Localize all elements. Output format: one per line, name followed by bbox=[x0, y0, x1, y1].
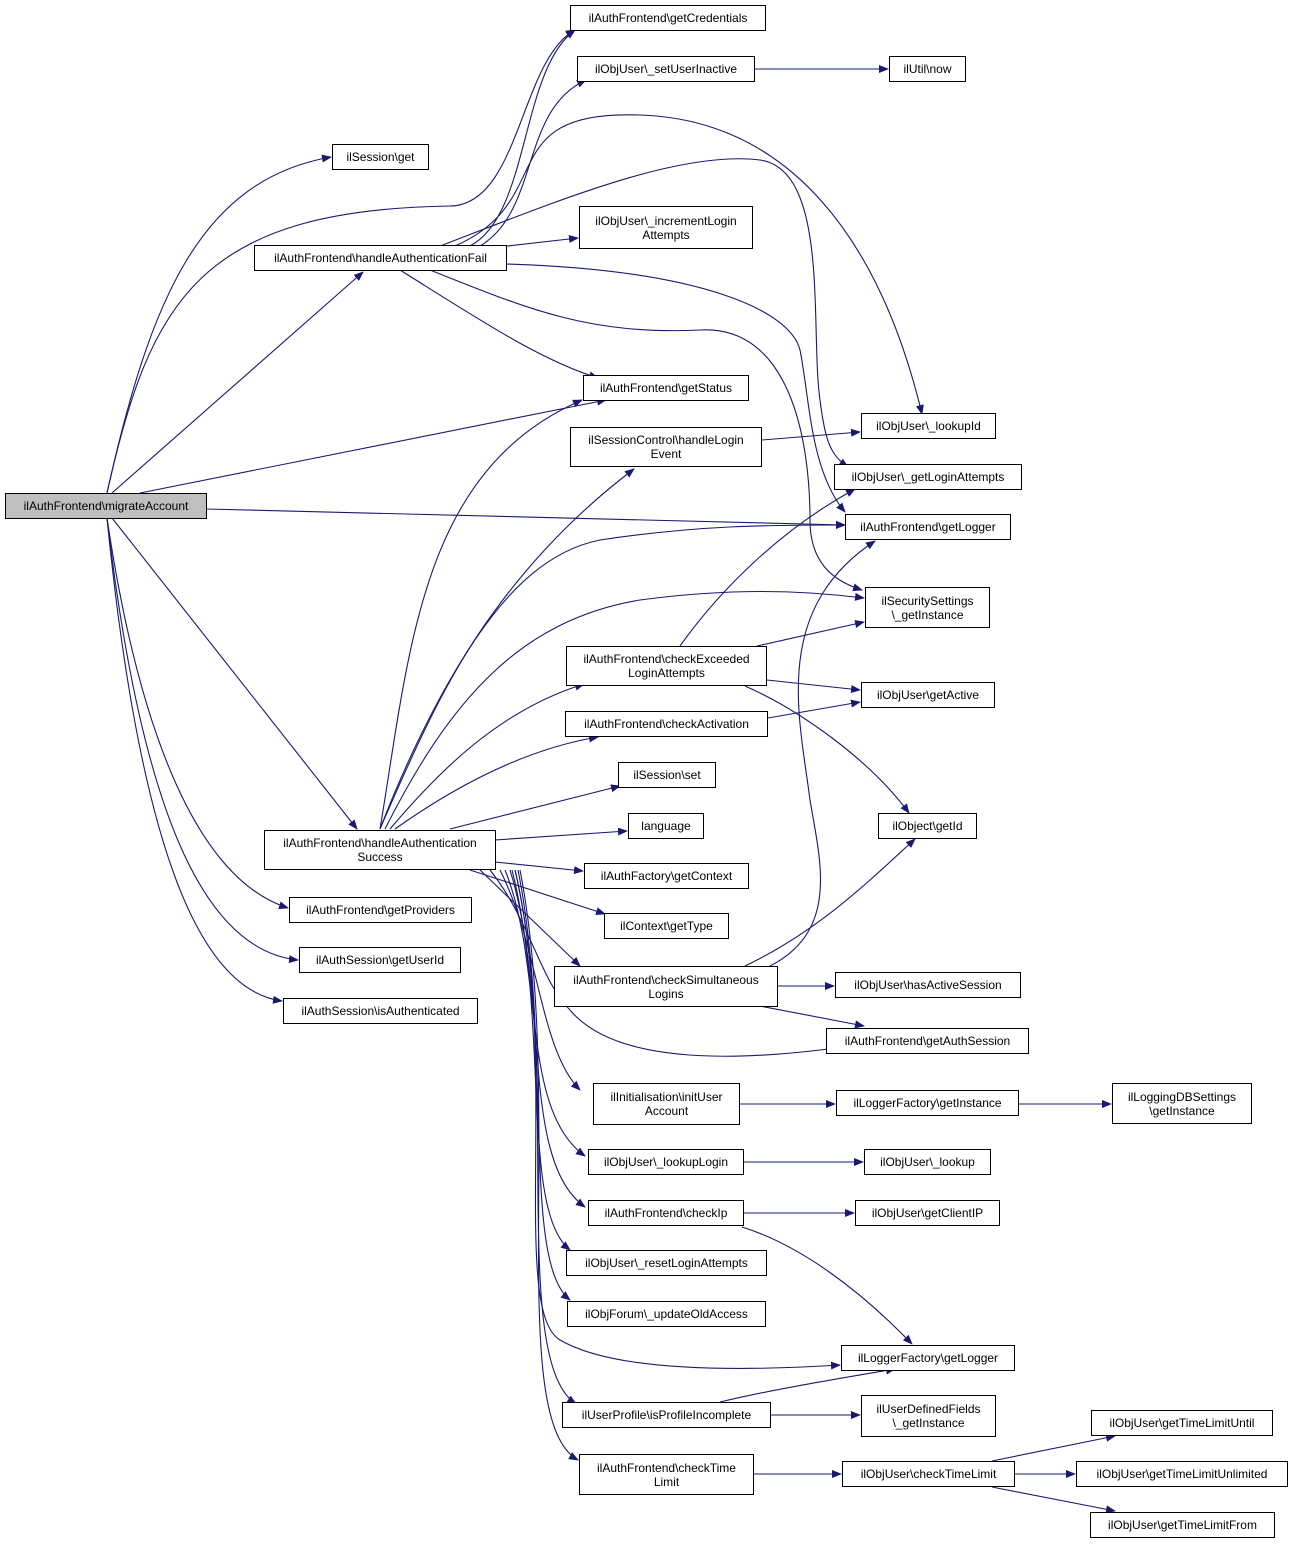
node-language[interactable]: language bbox=[628, 813, 704, 839]
edge-handleloginevent-lookupid bbox=[761, 428, 861, 441]
edge-success-getauthsession bbox=[489, 869, 865, 1057]
edge-success-checktimelimit bbox=[519, 869, 579, 1461]
node-context-get-type[interactable]: ilContext\getType bbox=[604, 913, 729, 939]
edge-fail-getloginattempts bbox=[439, 158, 849, 468]
node-lookup-id[interactable]: ilObjUser\_lookupId bbox=[861, 413, 996, 439]
node-check-time-limit-frontend[interactable]: ilAuthFrontend\checkTime Limit bbox=[579, 1454, 754, 1495]
node-session-set[interactable]: ilSession\set bbox=[618, 762, 716, 788]
node-get-user-id[interactable]: ilAuthSession\getUserId bbox=[299, 947, 461, 973]
edge-checksimultaneous-getid bbox=[744, 838, 916, 967]
node-get-login-attempts[interactable]: ilObjUser\_getLoginAttempts bbox=[834, 464, 1022, 490]
node-get-time-limit-from[interactable]: ilObjUser\getTimeLimitFrom bbox=[1090, 1512, 1275, 1538]
edge-checkexceeded-securitysettings bbox=[756, 620, 865, 647]
edge-checksimultaneous-getlogger bbox=[769, 540, 876, 967]
edge-success-getstatus bbox=[379, 399, 583, 830]
edge-success-updateoldaccess bbox=[514, 869, 571, 1301]
edge-migrate-isauthenticated bbox=[106, 517, 283, 1004]
node-security-settings[interactable]: ilSecuritySettings \_getInstance bbox=[865, 587, 990, 628]
node-lookup-login[interactable]: ilObjUser\_lookupLogin bbox=[588, 1149, 744, 1175]
edge-success-checkactivation bbox=[394, 734, 599, 830]
edge-migrate-handlesuccess bbox=[111, 517, 358, 830]
edge-success-isprofileincomplete bbox=[517, 869, 577, 1405]
edge-migrate-sessionget bbox=[106, 154, 332, 494]
edge-success-securitysettings bbox=[384, 590, 865, 830]
node-init-user-account[interactable]: ilInitialisation\initUser Account bbox=[593, 1083, 740, 1125]
edge-migrate-getcredentials bbox=[106, 29, 576, 494]
node-check-simultaneous-logins[interactable]: ilAuthFrontend\checkSimultaneous Logins bbox=[554, 966, 778, 1007]
edge-isprofileincomplete-getlogger bbox=[719, 1366, 896, 1403]
node-session-get[interactable]: ilSession\get bbox=[332, 144, 429, 170]
edge-success-inituseraccount bbox=[499, 869, 581, 1091]
edge-migrate-getstatus bbox=[139, 397, 607, 494]
edge-success-sessionset bbox=[449, 784, 621, 830]
node-get-auth-session[interactable]: ilAuthFrontend\getAuthSession bbox=[826, 1028, 1029, 1054]
node-is-authenticated[interactable]: ilAuthSession\isAuthenticated bbox=[283, 998, 478, 1024]
node-lookup[interactable]: ilObjUser\_lookup bbox=[864, 1149, 991, 1175]
node-logger-factory-get-logger[interactable]: ilLoggerFactory\getLogger bbox=[841, 1345, 1015, 1371]
edge-checktimelimit-from bbox=[991, 1486, 1116, 1514]
node-check-exceeded-login-attempts[interactable]: ilAuthFrontend\checkExceeded LoginAttemp… bbox=[566, 646, 767, 686]
edge-fail-lookupid bbox=[454, 114, 924, 415]
edge-success-loggerfactorygetlogger bbox=[514, 869, 841, 1370]
edge-checkactivation-getactive bbox=[767, 699, 861, 719]
node-get-credentials[interactable]: ilAuthFrontend\getCredentials bbox=[570, 5, 766, 31]
edge-success-language bbox=[494, 827, 628, 841]
node-get-context[interactable]: ilAuthFactory\getContext bbox=[584, 863, 749, 889]
node-get-providers[interactable]: ilAuthFrontend\getProviders bbox=[289, 897, 472, 923]
node-frontend-get-logger[interactable]: ilAuthFrontend\getLogger bbox=[845, 514, 1011, 540]
node-is-profile-incomplete[interactable]: ilUserProfile\isProfileIncomplete bbox=[562, 1402, 771, 1428]
edge-checkexceeded-getactive bbox=[766, 679, 861, 694]
edge-checkip-loggerfactorygetlogger bbox=[741, 1226, 913, 1345]
node-handle-login-event[interactable]: ilSessionControl\handleLogin Event bbox=[570, 427, 762, 467]
edge-success-getlogger bbox=[379, 521, 846, 830]
node-reset-login-attempts[interactable]: ilObjUser\_resetLoginAttempts bbox=[566, 1250, 767, 1276]
edge-checkexceeded-getloginattempts bbox=[679, 488, 856, 647]
edge-migrate-getlogger bbox=[205, 508, 846, 529]
node-check-time-limit[interactable]: ilObjUser\checkTimeLimit bbox=[842, 1461, 1015, 1487]
edge-fail-getlogger bbox=[506, 263, 846, 513]
edge-success-gettype bbox=[469, 869, 606, 916]
edge-checktimelimit-until bbox=[991, 1433, 1116, 1462]
edge-checkexceeded-getid bbox=[744, 685, 910, 814]
node-get-time-limit-until[interactable]: ilObjUser\getTimeLimitUntil bbox=[1091, 1410, 1273, 1436]
node-handle-authentication-fail[interactable]: ilAuthFrontend\handleAuthenticationFail bbox=[254, 245, 507, 271]
edge-success-checksimultaneous bbox=[479, 869, 581, 967]
edge-migrate-getproviders bbox=[106, 517, 289, 910]
edge-checksimultaneous-getauthsession bbox=[759, 1005, 865, 1029]
node-update-old-access[interactable]: ilObjForum\_updateOldAccess bbox=[567, 1301, 766, 1327]
edge-fail-getstatus bbox=[399, 269, 599, 380]
edge-fail-increment bbox=[506, 235, 579, 247]
node-check-ip[interactable]: ilAuthFrontend\checkIp bbox=[588, 1200, 744, 1226]
node-get-time-limit-unlimited[interactable]: ilObjUser\getTimeLimitUnlimited bbox=[1076, 1461, 1288, 1487]
node-user-defined-fields[interactable]: ilUserDefinedFields \_getInstance bbox=[861, 1395, 996, 1437]
node-logger-factory-get-instance[interactable]: ilLoggerFactory\getInstance bbox=[836, 1090, 1019, 1116]
node-handle-authentication-success[interactable]: ilAuthFrontend\handleAuthentication Succ… bbox=[264, 830, 496, 870]
node-has-active-session[interactable]: ilObjUser\hasActiveSession bbox=[835, 972, 1021, 998]
node-get-client-ip[interactable]: ilObjUser\getClientIP bbox=[855, 1200, 1000, 1226]
edge-success-checkexceeded bbox=[389, 682, 585, 830]
node-migrate-account[interactable]: ilAuthFrontend\migrateAccount bbox=[5, 493, 207, 519]
node-logging-db-settings[interactable]: ilLoggingDBSettings \getInstance bbox=[1112, 1083, 1252, 1124]
edge-migrate-handlefail bbox=[111, 271, 364, 494]
node-check-activation[interactable]: ilAuthFrontend\checkActivation bbox=[565, 711, 768, 737]
node-get-active[interactable]: ilObjUser\getActive bbox=[861, 682, 995, 708]
node-object-get-id[interactable]: ilObject\getId bbox=[878, 813, 977, 839]
node-util-now[interactable]: ilUtil\now bbox=[889, 56, 966, 82]
edge-migrate-getuserid bbox=[106, 517, 299, 964]
node-set-user-inactive[interactable]: ilObjUser\_setUserInactive bbox=[577, 56, 755, 82]
node-get-status[interactable]: ilAuthFrontend\getStatus bbox=[583, 375, 749, 401]
edge-fail-getcredentials bbox=[469, 29, 576, 247]
edge-success-getcontext bbox=[494, 861, 584, 875]
edge-fail-securitysettings bbox=[429, 269, 863, 592]
edge-success-resetloginattempts bbox=[511, 869, 571, 1251]
node-increment-login-attempts[interactable]: ilObjUser\_incrementLogin Attempts bbox=[579, 206, 753, 249]
